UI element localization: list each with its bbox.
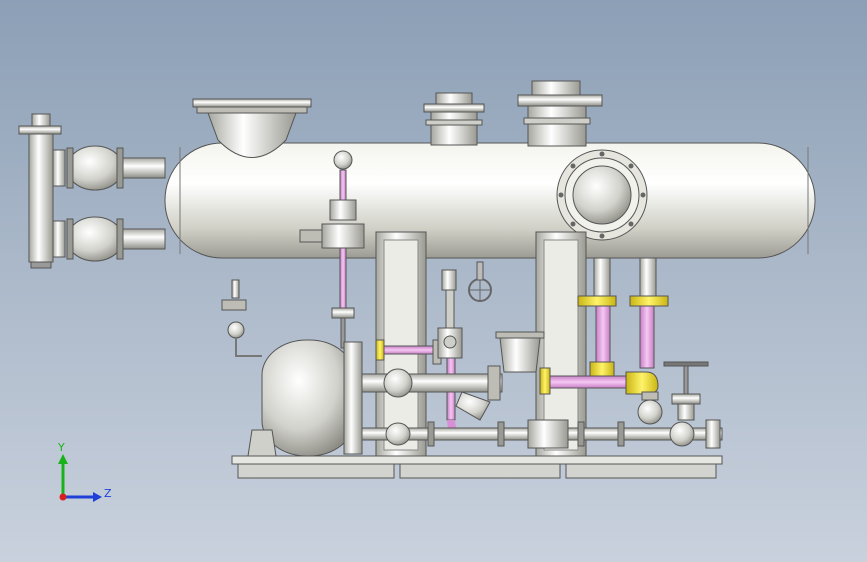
butterfly-valve-lower[interactable] xyxy=(52,216,166,262)
orientation-triad: Y Z xyxy=(57,441,112,502)
triad-x-origin xyxy=(59,493,67,501)
vessel-outlet-pipes[interactable] xyxy=(593,257,657,297)
strainer[interactable] xyxy=(455,331,545,421)
pressure-gauge-left[interactable] xyxy=(221,279,262,357)
header-line-lower[interactable] xyxy=(361,419,723,449)
condensate-receiver[interactable] xyxy=(247,339,363,457)
manway-flange[interactable] xyxy=(556,149,648,241)
triad-y-label: Y xyxy=(57,441,65,454)
top-nozzle-right[interactable] xyxy=(517,80,603,147)
triad-z-label: Z xyxy=(104,487,112,500)
triad-y-arrow xyxy=(58,454,68,464)
base-skid xyxy=(231,455,723,479)
butterfly-valve-upper[interactable] xyxy=(52,145,166,191)
control-valve-handwheel[interactable] xyxy=(437,261,492,359)
sight-glass-assembly[interactable] xyxy=(299,150,365,349)
top-nozzle-large[interactable] xyxy=(192,98,312,158)
top-nozzle-middle[interactable] xyxy=(423,92,485,146)
header-line-upper[interactable] xyxy=(361,365,503,401)
main-vessel[interactable] xyxy=(164,142,816,259)
gate-valve-right[interactable] xyxy=(637,361,709,425)
left-riser-column[interactable] xyxy=(18,113,62,269)
triad-z-arrow xyxy=(93,492,102,502)
